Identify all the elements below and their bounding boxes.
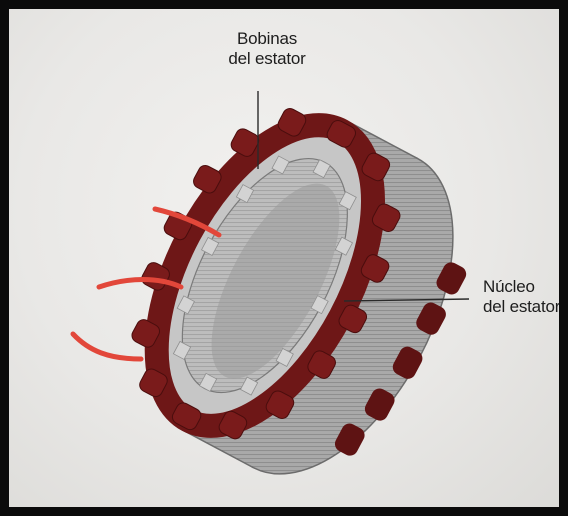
stator-coils-label-line1: Bobinas bbox=[219, 29, 315, 49]
stator-illustration bbox=[9, 9, 559, 507]
illustration-panel: Bobinas del estator Núcleo del estator bbox=[9, 9, 559, 507]
stator-core-label-line1: Núcleo bbox=[483, 277, 559, 297]
stator-coils-label-line2: del estator bbox=[219, 49, 315, 69]
stator-core bbox=[84, 68, 505, 507]
stator-core-label: Núcleo del estator bbox=[483, 277, 559, 317]
stator-coils-label: Bobinas del estator bbox=[219, 29, 315, 69]
stator-core-label-line2: del estator bbox=[483, 297, 559, 317]
